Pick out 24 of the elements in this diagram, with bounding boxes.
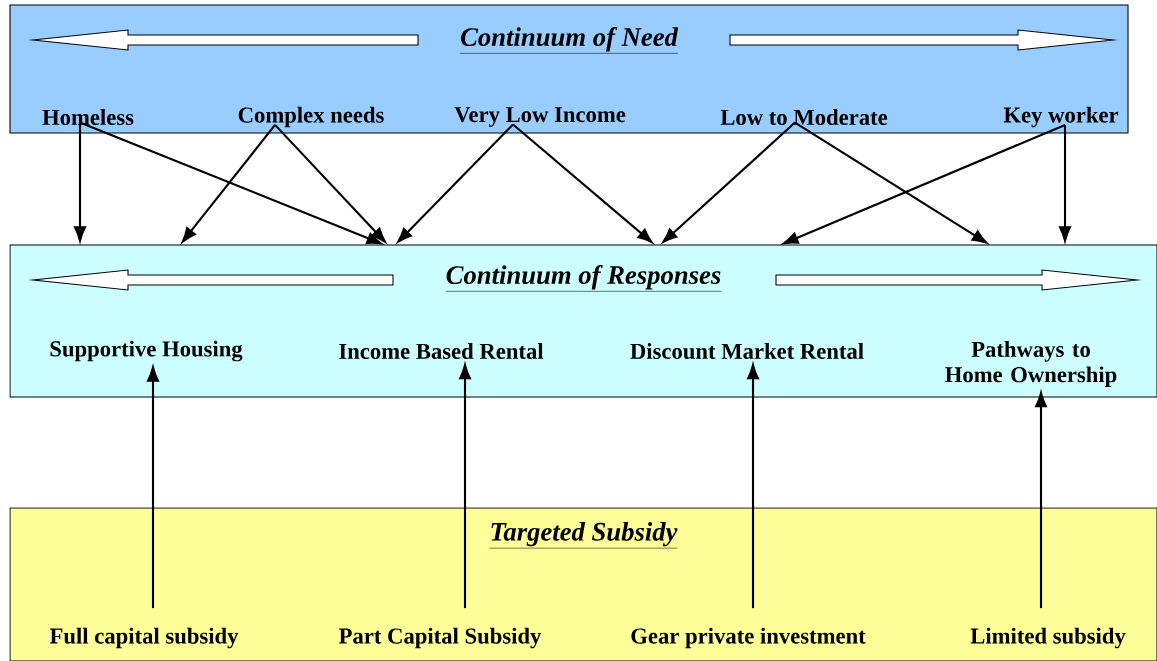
- label-text: Supportive Housing: [50, 340, 243, 362]
- arrow: [79, 121, 382, 245]
- arrow: [1059, 124, 1071, 242]
- arrow: [512, 123, 653, 244]
- arrow: [74, 122, 86, 242]
- label-text: Part Capital Subsidy: [339, 627, 542, 649]
- arrow: [662, 121, 796, 243]
- label-text: Gear private investment: [631, 627, 866, 649]
- label-text: Income Based Rental: [339, 343, 544, 359]
- arrow: [274, 124, 386, 243]
- arrow: [397, 123, 514, 243]
- label-text: Full capital subsidy: [49, 627, 239, 649]
- label-text: Complex needs: [238, 106, 384, 128]
- arrow: [783, 123, 1066, 245]
- arrow: [181, 124, 276, 243]
- label-text: Low to Moderate: [720, 109, 888, 125]
- label-text: Discount Market Rental: [630, 343, 864, 359]
- label-text: Limited subsidy: [970, 627, 1126, 649]
- arrow: [147, 366, 159, 609]
- label-text: Key worker: [1003, 106, 1119, 128]
- label-text: Very Low Income: [454, 107, 626, 127]
- label-text: Pathways to Home Ownership: [945, 341, 1117, 387]
- arrow: [794, 121, 988, 244]
- label-text: Homeless: [42, 109, 134, 125]
